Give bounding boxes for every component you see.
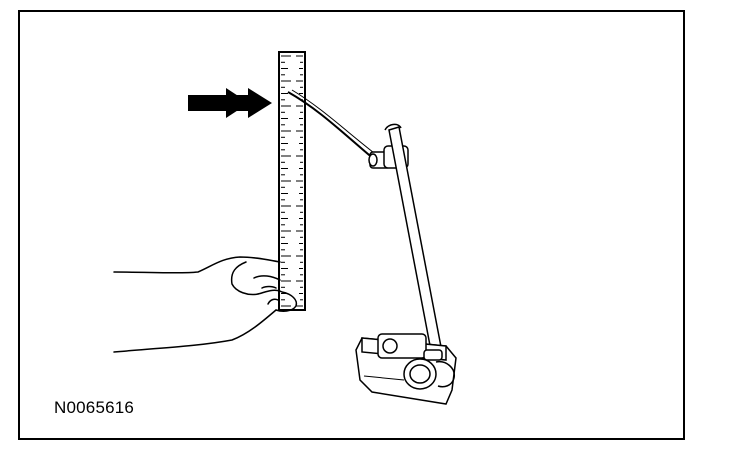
dial-indicator-stand bbox=[287, 89, 457, 405]
figure-id-label: N0065616 bbox=[54, 398, 135, 417]
pointer-arrow-icon bbox=[188, 88, 272, 118]
hand bbox=[113, 256, 298, 353]
steel-ruler bbox=[278, 51, 306, 311]
illustration-frame bbox=[18, 10, 685, 440]
